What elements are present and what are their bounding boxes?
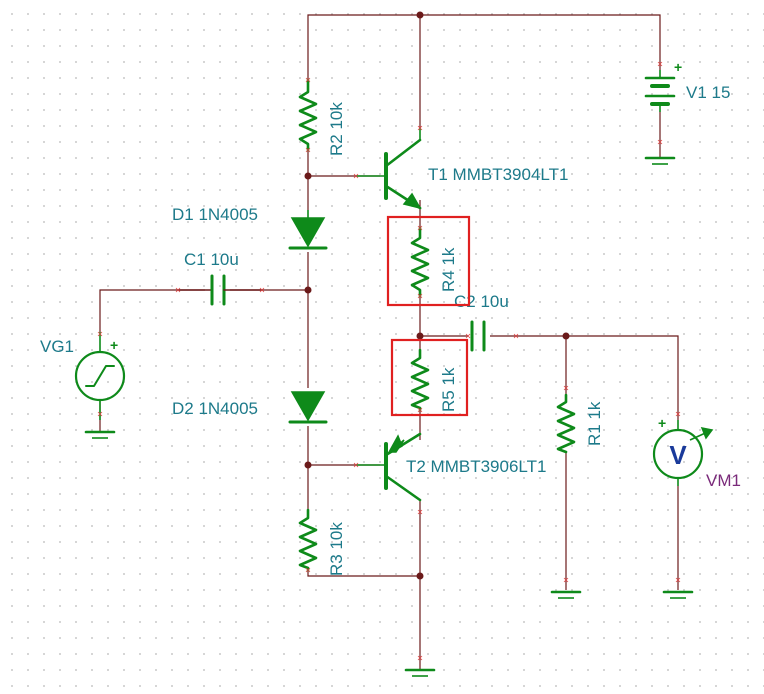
ground-vm1-icon <box>662 590 694 599</box>
node-output <box>416 332 424 340</box>
transistor-t1[interactable] <box>356 128 422 210</box>
c2-label: C2 10u <box>454 292 509 311</box>
wire-vg1-c1 <box>99 289 205 332</box>
resistor-r5[interactable] <box>410 348 430 412</box>
resistor-r3[interactable] <box>298 508 318 572</box>
capacitor-c2[interactable] <box>470 320 486 352</box>
battery-v1[interactable] <box>644 70 676 112</box>
signal-source-vg1[interactable] <box>74 332 126 420</box>
highlight-r4 <box>386 215 471 307</box>
resistor-r1[interactable] <box>556 393 576 454</box>
c1-label: C1 10u <box>184 250 239 269</box>
v1-label: V1 15 <box>686 83 730 102</box>
diode-d2[interactable] <box>288 391 328 424</box>
ground-vg1-icon <box>84 430 116 439</box>
ground-r1-icon <box>550 590 582 599</box>
r3-label: R3 10k <box>327 522 346 576</box>
pin-markers <box>97 61 681 661</box>
r5-label: R5 1k <box>439 367 458 412</box>
v1-plus-sign: + <box>674 59 682 75</box>
node-t2-collector <box>416 572 424 580</box>
t2-label: T2 MMBT3906LT1 <box>406 457 546 476</box>
node-load <box>562 332 570 340</box>
vm1-plus-sign: + <box>658 415 666 431</box>
vm1-label: VM1 <box>706 471 741 490</box>
d1-label: D1 1N4005 <box>172 205 258 224</box>
wires <box>99 14 679 670</box>
r2-label: R2 10k <box>327 102 346 156</box>
vg1-plus-sign: + <box>110 337 118 353</box>
resistor-r4[interactable] <box>410 226 430 298</box>
node-t2-base <box>304 461 312 469</box>
node-input <box>304 286 312 294</box>
wire-c2-out <box>490 335 679 420</box>
wire-r3-bottom <box>307 570 420 577</box>
resistor-r2[interactable] <box>298 78 318 152</box>
wire-top-rail <box>307 14 661 80</box>
ground-symbols <box>84 156 694 677</box>
ground-t2-icon <box>404 668 436 677</box>
vg1-label: VG1 <box>40 337 74 356</box>
node-top <box>416 11 424 19</box>
d2-label: D2 1N4005 <box>172 399 258 418</box>
transistor-t2[interactable] <box>356 432 422 502</box>
capacitor-c1[interactable] <box>177 274 263 306</box>
highlight-r5 <box>390 338 469 417</box>
vm1-symbol: V <box>669 440 687 470</box>
node-t1-base <box>304 172 312 180</box>
r1-label: R1 1k <box>585 401 604 446</box>
r4-label: R4 1k <box>439 247 458 292</box>
junction-nodes <box>304 11 570 580</box>
voltmeter-vm1[interactable] <box>652 420 714 486</box>
t1-label: T1 MMBT3904LT1 <box>428 165 568 184</box>
diode-d1[interactable] <box>288 210 328 250</box>
ground-v1-icon <box>644 156 676 165</box>
